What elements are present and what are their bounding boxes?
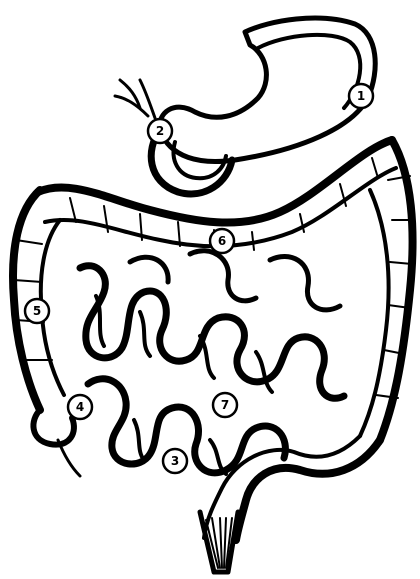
marker-label: 3 <box>171 454 179 468</box>
marker-label: 7 <box>221 398 229 412</box>
small-intestine <box>80 251 344 474</box>
marker-label: 1 <box>357 89 365 103</box>
cecum-appendix <box>33 410 80 476</box>
marker-2: 2 <box>148 119 172 143</box>
marker-7: 7 <box>213 393 237 417</box>
marker-label: 4 <box>76 400 84 414</box>
marker-4: 4 <box>68 395 92 419</box>
esophagus-stump <box>115 80 155 118</box>
marker-label: 6 <box>218 234 226 248</box>
stomach-outline <box>160 18 376 161</box>
marker-6: 6 <box>210 229 234 253</box>
marker-5: 5 <box>25 299 49 323</box>
marker-3: 3 <box>163 449 187 473</box>
marker-label: 5 <box>33 304 41 318</box>
anal-canal <box>200 512 238 572</box>
marker-1: 1 <box>349 84 373 108</box>
marker-label: 2 <box>156 124 164 138</box>
